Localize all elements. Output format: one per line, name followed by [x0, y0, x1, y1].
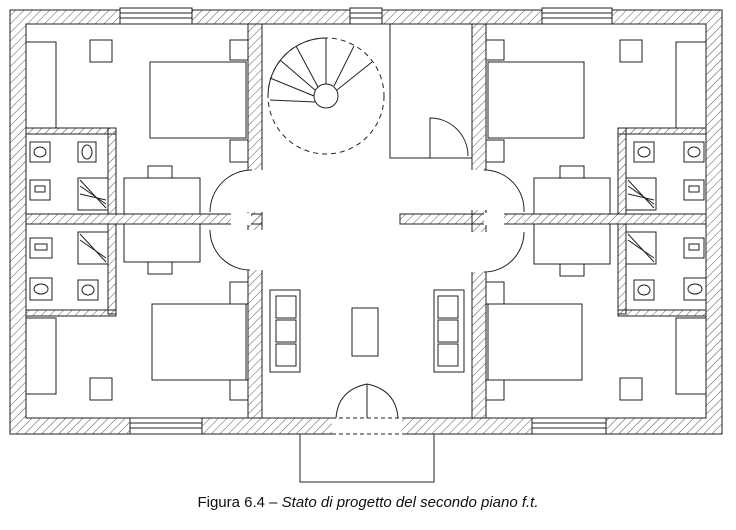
room-top-right	[485, 39, 707, 215]
window-top-center	[349, 7, 383, 25]
spiral-staircase	[267, 37, 385, 155]
entrance-door	[335, 383, 399, 419]
floor-plan	[9, 7, 723, 483]
figure-caption: Figura 6.4 – Stato di progetto del secon…	[0, 494, 736, 511]
caption-title: Stato di progetto del secondo piano f.t.	[281, 494, 539, 511]
room-bottom-left	[25, 223, 249, 401]
shaft-door	[429, 117, 469, 158]
window-top-right	[541, 7, 613, 25]
service-shaft	[389, 23, 473, 159]
room-top-left	[25, 39, 249, 215]
window-bottom-left	[129, 417, 203, 435]
room-doors	[209, 169, 525, 273]
entrance-porch	[299, 434, 435, 483]
wall-mid-left	[25, 213, 263, 225]
window-bottom-right	[531, 417, 607, 435]
caption-lead: Figura 6.4 –	[197, 494, 282, 511]
room-bottom-right	[485, 223, 707, 401]
wall-mid-right	[399, 213, 707, 225]
living-furniture	[269, 289, 465, 373]
window-top-left	[119, 7, 193, 25]
